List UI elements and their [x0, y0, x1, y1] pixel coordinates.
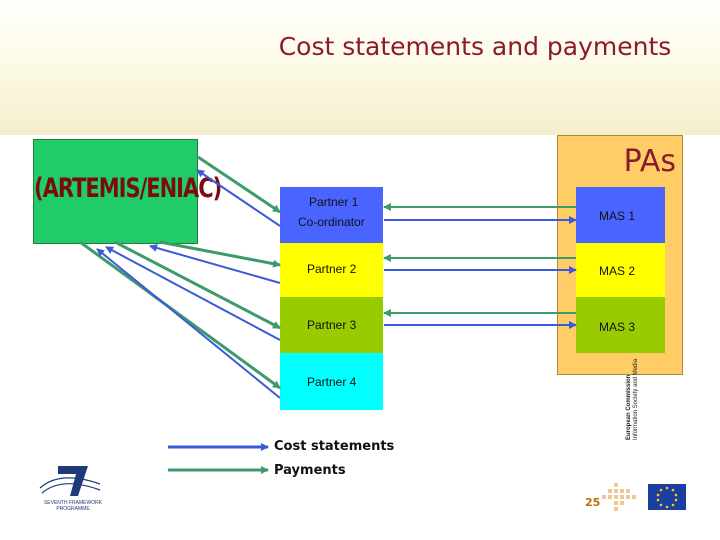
mas-2-box: MAS 2	[576, 243, 665, 297]
mas-1-box: MAS 1	[576, 187, 665, 243]
payment-arrow-ji-p1	[197, 155, 281, 214]
partner-1-box: Partner 1 Co-ordinator	[280, 187, 383, 243]
mas-1-label: MAS 1	[599, 209, 636, 223]
partner-2-box: Partner 2	[280, 243, 383, 297]
legend-payments-label: Payments	[274, 463, 346, 478]
page-number: 25	[585, 496, 601, 509]
page-title: Cost statements and payments	[278, 32, 672, 61]
payment-arrow-ji-p4	[79, 240, 281, 390]
joint-initiative-label: (ARTEMIS/ENIAC)	[34, 173, 222, 203]
joint-initiative-box: (ARTEMIS/ENIAC)	[33, 139, 222, 244]
cost-arrow-p1-ji	[196, 169, 281, 227]
partner-3-box: Partner 3	[280, 297, 383, 353]
cost-arrow-p3-ji	[105, 246, 281, 341]
mas-3-label: MAS 3	[599, 320, 636, 334]
partner-1-label: Partner 1	[309, 195, 359, 209]
partner-1-role: Co-ordinator	[298, 215, 365, 229]
partner-4-label: Partner 4	[307, 375, 357, 389]
payment-arrow-ji-p3	[114, 240, 281, 330]
partner-4-box: Partner 4	[280, 353, 383, 410]
ec-title: European Commission	[626, 374, 632, 440]
dotted-cross-icon	[602, 483, 636, 511]
partner-2-label: Partner 2	[307, 262, 357, 276]
ec-text-block: European Commission Information Society …	[626, 340, 640, 440]
fp7-logo-icon	[39, 466, 101, 496]
mas-3-box: MAS 3	[576, 297, 665, 353]
pas-label: PAs	[623, 144, 676, 179]
fp7-text-block: SEVENTH FRAMEWORK PROGRAMME	[38, 500, 108, 512]
fp7-line-1: SEVENTH FRAMEWORK	[43, 500, 103, 506]
legend-cost-label: Cost statements	[274, 439, 395, 454]
payment-arrow-ji-p2	[159, 240, 281, 268]
partner-3-label: Partner 3	[307, 318, 357, 332]
eu-flag-icon	[648, 484, 686, 510]
cost-arrow-p4-ji	[96, 248, 281, 399]
mas-2-label: MAS 2	[599, 264, 636, 278]
cost-arrow-p2-ji	[149, 244, 281, 284]
header-band	[0, 0, 720, 135]
ec-subtitle: Information Society and Media	[633, 358, 639, 440]
fp7-line-2: PROGRAMME	[56, 506, 90, 512]
